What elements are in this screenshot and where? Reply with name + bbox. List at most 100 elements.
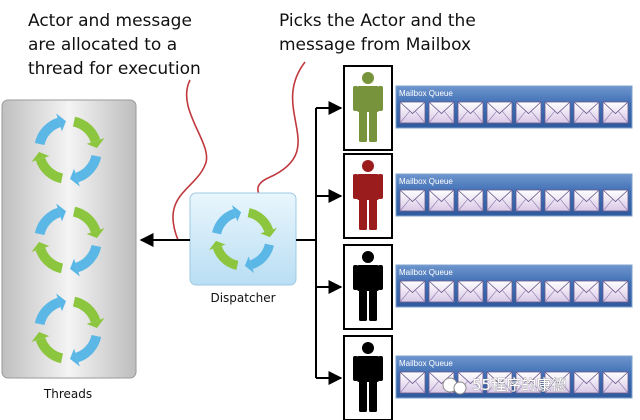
envelope-icon: [544, 280, 571, 303]
thread-icon-1: [31, 113, 105, 187]
envelope-icon: [399, 371, 426, 394]
envelope-icon: [515, 371, 542, 394]
cycle-arc: [75, 154, 102, 183]
cycle-arc: [249, 243, 274, 270]
envelope-icon: [602, 101, 629, 124]
envelope-icon: [515, 189, 542, 212]
mailbox-queue: Mailbox Queue: [395, 85, 633, 129]
mailbox-queue-label: Mailbox Queue: [399, 89, 453, 98]
envelope-icon: [457, 189, 484, 212]
dispatcher-box: [189, 192, 297, 286]
annotation-line: thread for execution: [28, 59, 201, 79]
cycle-arc: [34, 207, 61, 236]
envelope-icon: [486, 101, 513, 124]
envelope-icon: [573, 189, 600, 212]
thread-icon-2: [31, 203, 105, 277]
cycle-arc: [75, 334, 102, 363]
envelope-icon: [573, 280, 600, 303]
envelope-icon: [486, 280, 513, 303]
envelope-icon: [457, 280, 484, 303]
mailbox-queue-label: Mailbox Queue: [399, 268, 453, 277]
annotation-line: Actor and message: [28, 11, 192, 31]
annotation-allocated: Actor and message are allocated to a thr…: [28, 11, 201, 79]
mailbox-queue: Mailbox Queue: [395, 264, 633, 308]
cycle-arc: [75, 244, 102, 273]
cycle-arc: [35, 157, 64, 184]
cycle-arc: [212, 208, 237, 235]
cycle-arrowhead: [31, 242, 50, 252]
mailbox-queue-label: Mailbox Queue: [399, 177, 453, 186]
cycle-arrowhead: [70, 258, 80, 277]
cycle-arrowhead: [209, 240, 226, 251]
cycle-arc: [34, 117, 61, 146]
watermark: 55程序的康德: [442, 376, 566, 395]
cycle-arc: [212, 245, 239, 270]
envelope-icon: [428, 189, 455, 212]
cycle-arrowhead: [70, 168, 80, 187]
cycle-arrowhead: [86, 138, 105, 148]
threads-panel: [1, 99, 137, 379]
envelope-icon: [573, 101, 600, 124]
threads-label: Threads: [43, 387, 92, 401]
mailbox-queue-label: Mailbox Queue: [399, 359, 453, 368]
cycle-arc: [72, 116, 101, 143]
envelope-icon: [457, 101, 484, 124]
watermark-text: 55程序的康德: [472, 376, 566, 394]
cycle-arc: [35, 337, 64, 364]
thread-icons: [31, 113, 105, 367]
annotation-line: are allocated to a: [28, 35, 177, 55]
cycle-arc: [247, 208, 274, 233]
cycle-arrowhead: [244, 256, 255, 273]
cycle-arrowhead: [56, 203, 66, 222]
actor-figure-icon: [353, 72, 383, 142]
envelope-icon: [544, 371, 571, 394]
cycle-arrowhead: [56, 113, 66, 132]
cycle-arc: [72, 206, 101, 233]
actor-row-1: Mailbox Queue: [343, 65, 633, 151]
mailbox-queue: Mailbox Queue: [395, 173, 633, 217]
dispatcher-label: Dispatcher: [210, 291, 275, 305]
annotation-line: Picks the Actor and the: [279, 11, 476, 31]
cycle-arrowhead: [231, 205, 242, 222]
envelope-icon: [602, 280, 629, 303]
cycle-arrowhead: [70, 348, 80, 367]
cycle-arc: [34, 297, 61, 326]
envelope-icon: [399, 101, 426, 124]
cycle-arrowhead: [56, 293, 66, 312]
actor-connectors: [296, 101, 343, 385]
annotation-picks: Picks the Actor and the message from Mai…: [279, 11, 476, 55]
envelope-icon: [602, 371, 629, 394]
envelope-icon: [602, 189, 629, 212]
envelope-icon: [399, 280, 426, 303]
cycle-arc: [72, 296, 101, 323]
envelope-icon: [428, 101, 455, 124]
cycle-arrowhead: [31, 152, 50, 162]
envelope-icon: [486, 189, 513, 212]
cycle-arrowhead: [86, 228, 105, 238]
thread-icon-3: [31, 293, 105, 367]
envelope-icon: [544, 101, 571, 124]
envelope-icon: [486, 371, 513, 394]
actor-row-4: Mailbox Queue: [343, 335, 633, 420]
wechat-icon-bubble: [453, 381, 467, 395]
mailbox-queue: Mailbox Queue: [395, 355, 633, 399]
envelope-icon: [428, 280, 455, 303]
actor-figure-icon: [353, 342, 383, 412]
actor-figure-icon: [353, 160, 383, 230]
envelope-icon: [399, 189, 426, 212]
dispatcher-cycle: [209, 205, 277, 273]
actor-row-3: Mailbox Queue: [343, 244, 633, 330]
envelope-icon: [515, 280, 542, 303]
annotation-line: message from Mailbox: [279, 35, 471, 55]
actor-row-2: Mailbox Queue: [343, 153, 633, 239]
envelope-icon: [515, 101, 542, 124]
actor-figure-icon: [353, 251, 383, 321]
cycle-arrowhead: [31, 332, 50, 342]
cycle-arrowhead: [86, 318, 105, 328]
cycle-arrowhead: [260, 227, 277, 238]
cycle-arc: [35, 247, 64, 274]
callout-curve-left: [172, 79, 208, 241]
